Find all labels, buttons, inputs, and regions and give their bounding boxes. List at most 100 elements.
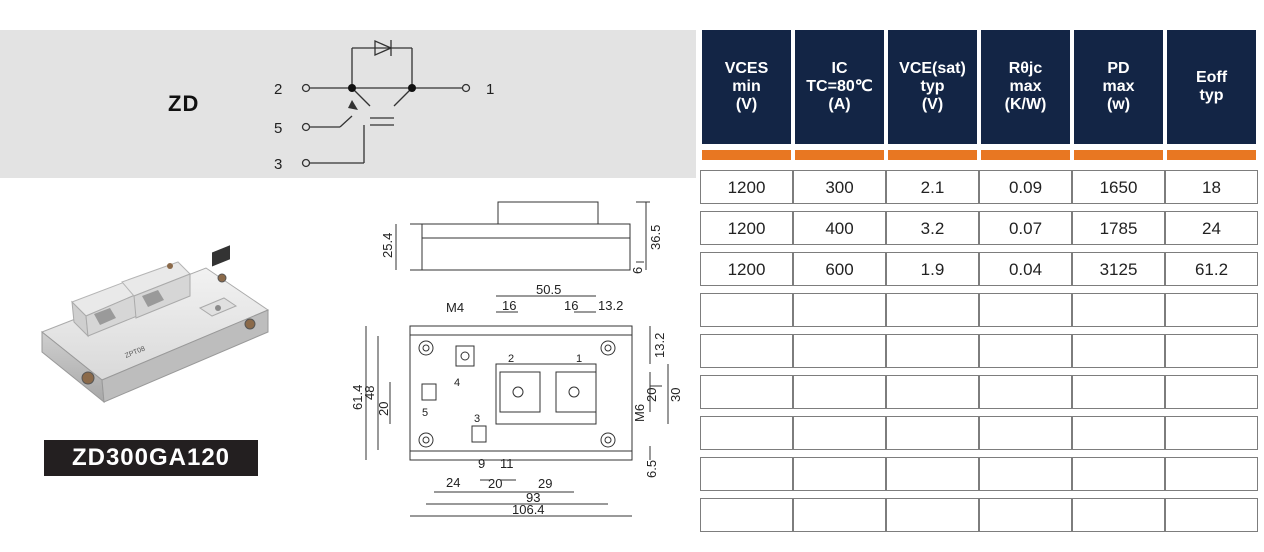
series-title: ZD (168, 91, 200, 116)
col-ic: IC TC=80℃ (A) (793, 30, 886, 144)
table-cell: 2.1 (886, 169, 979, 204)
term-label-5: 5 (422, 407, 428, 419)
pin-label-5: 5 (274, 120, 282, 137)
dimension-drawing: 25.4 36.5 6 M4 50.5 16 16 13.2 13.2 20 3… (350, 201, 683, 517)
dim-base: 6 (630, 267, 645, 274)
table-cell: 61.2 (1165, 251, 1258, 286)
table-cell (1165, 374, 1258, 409)
table-row: 1200 300 2.1 0.09 1650 18 (700, 166, 1258, 207)
table-row (700, 330, 1258, 371)
dim-16-a: 16 (502, 298, 516, 313)
table-cell (1165, 497, 1258, 532)
dim-24: 24 (446, 475, 460, 490)
table-cell: 1785 (1072, 210, 1165, 245)
dim-20-bottom: 20 (488, 476, 502, 491)
dim-16-b: 16 (564, 298, 578, 313)
table-cell (700, 415, 793, 450)
table-cell (886, 415, 979, 450)
dim-m4: M4 (446, 300, 464, 315)
pin-label-1: 1 (486, 81, 494, 98)
term-label-1: 1 (576, 353, 582, 365)
col-pd: PD max (w) (1072, 30, 1165, 144)
table-cell (1072, 374, 1165, 409)
table-cell (793, 292, 886, 327)
table-cell (886, 333, 979, 368)
dim-29: 29 (538, 476, 552, 491)
col-rthjc: Rθjc max (K/W) (979, 30, 1072, 144)
table-cell: 1200 (700, 251, 793, 286)
spec-table: VCES min (V) IC TC=80℃ (A) VCE(sat) typ … (700, 30, 1258, 535)
table-row (700, 412, 1258, 453)
model-label: ZD300GA120 (44, 440, 258, 476)
dim-total-height: 36.5 (648, 225, 663, 250)
table-cell (793, 333, 886, 368)
table-cell: 0.04 (979, 251, 1072, 286)
table-cell (886, 497, 979, 532)
table-row (700, 494, 1258, 535)
table-cell (979, 456, 1072, 491)
header-band (0, 30, 696, 178)
col-eoff: Eoff typ (1165, 30, 1258, 144)
table-cell (1165, 292, 1258, 327)
dim-11: 11 (500, 456, 514, 471)
table-cell (793, 415, 886, 450)
table-cell (1165, 456, 1258, 491)
dim-50-5: 50.5 (536, 282, 561, 297)
table-cell (1072, 415, 1165, 450)
table-cell (793, 374, 886, 409)
table-cell (979, 292, 1072, 327)
product-photo: ZPT08 (41, 245, 270, 404)
table-cell (700, 456, 793, 491)
dim-48: 48 (362, 386, 377, 400)
table-cell: 1.9 (886, 251, 979, 286)
table-cell (979, 415, 1072, 450)
table-cell: 600 (793, 251, 886, 286)
table-cell (793, 456, 886, 491)
pin-label-2: 2 (274, 81, 282, 98)
dim-61-4: 61.4 (350, 385, 365, 410)
col-vces: VCES min (V) (700, 30, 793, 144)
table-header-row: VCES min (V) IC TC=80℃ (A) VCE(sat) typ … (700, 30, 1258, 144)
table-cell: 0.07 (979, 210, 1072, 245)
accent-bar (700, 150, 1258, 160)
table-row: 1200 400 3.2 0.07 1785 24 (700, 207, 1258, 248)
term-label-4: 4 (454, 377, 460, 389)
table-cell: 300 (793, 169, 886, 204)
table-cell (886, 374, 979, 409)
diode-icon (374, 40, 393, 56)
dim-93: 93 (526, 490, 540, 505)
table-row: 1200 600 1.9 0.04 3125 61.2 (700, 248, 1258, 289)
col-vcesat: VCE(sat) typ (V) (886, 30, 979, 144)
dim-20-right: 20 (644, 388, 659, 402)
table-cell: 3.2 (886, 210, 979, 245)
term-label-3: 3 (474, 413, 480, 425)
table-row (700, 371, 1258, 412)
table-cell: 1200 (700, 210, 793, 245)
dim-m6: M6 (632, 404, 647, 422)
dim-106-4: 106.4 (512, 502, 545, 517)
table-cell: 0.09 (979, 169, 1072, 204)
table-cell: 3125 (1072, 251, 1165, 286)
table-cell: 24 (1165, 210, 1258, 245)
dim-13-2-right: 13.2 (652, 333, 667, 358)
dim-20-left: 20 (376, 402, 391, 416)
circuit-schematic: 2 5 3 1 (274, 40, 494, 173)
pin-label-3: 3 (274, 156, 282, 173)
table-row (700, 453, 1258, 494)
dim-13-2-top: 13.2 (598, 298, 623, 313)
table-cell (700, 374, 793, 409)
table-cell (1072, 333, 1165, 368)
table-cell (700, 292, 793, 327)
dim-6-5: 6.5 (644, 460, 659, 478)
table-cell (1165, 333, 1258, 368)
term-label-2: 2 (508, 353, 514, 365)
table-cell (886, 292, 979, 327)
table-cell: 18 (1165, 169, 1258, 204)
dim-side-height: 25.4 (380, 233, 395, 258)
table-cell (979, 333, 1072, 368)
table-cell (1072, 497, 1165, 532)
table-cell (700, 333, 793, 368)
table-cell (979, 497, 1072, 532)
table-cell: 1200 (700, 169, 793, 204)
table-cell: 400 (793, 210, 886, 245)
